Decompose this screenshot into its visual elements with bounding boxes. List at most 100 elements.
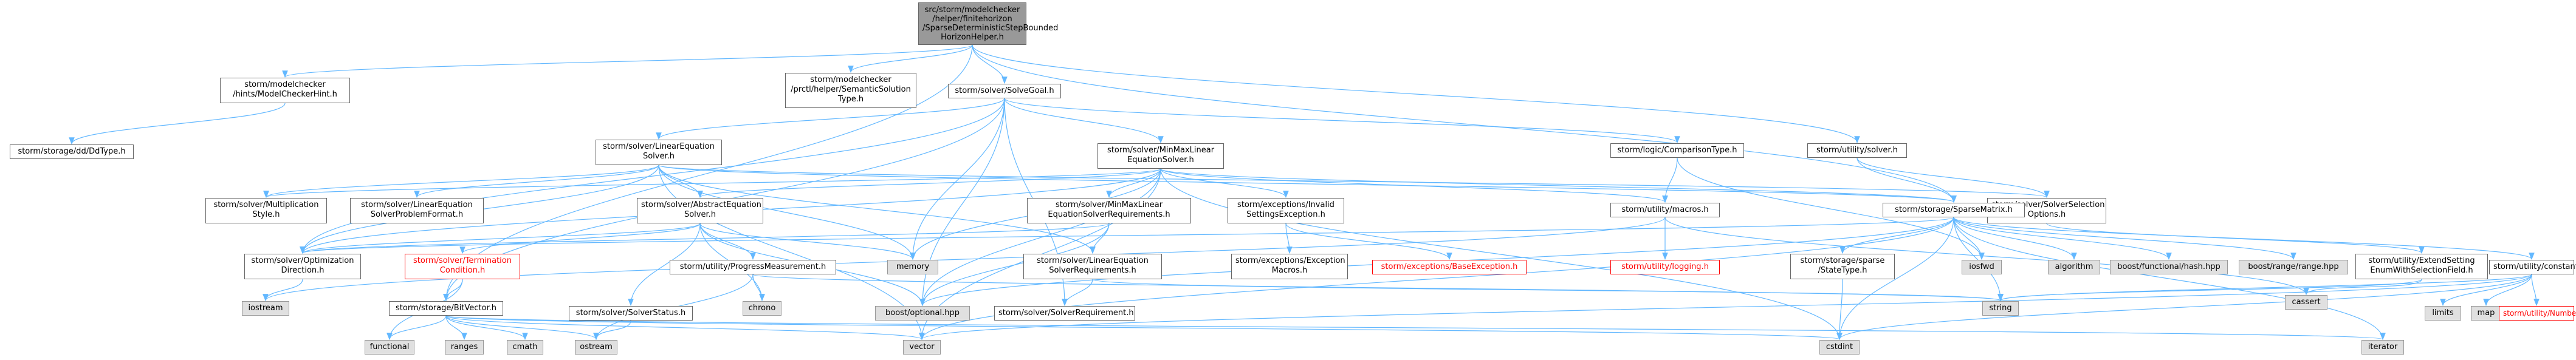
node-extend-settings-enum[interactable]: storm/utility/ExtendSetting EnumWithSele… <box>2355 254 2488 279</box>
node-ostream[interactable]: ostream <box>575 340 617 355</box>
node-utility-solver[interactable]: storm/utility/solver.h <box>1807 143 1907 158</box>
node-memory[interactable]: memory <box>887 260 938 274</box>
node-linear-equation-solver[interactable]: storm/solver/LinearEquation Solver.h <box>596 140 722 165</box>
node-line: Solver.h <box>642 152 675 161</box>
dependency-edge <box>263 217 1666 302</box>
node-line: iostream <box>248 304 283 313</box>
dependency-edge <box>1004 98 1164 144</box>
node-linear-equation-requirements[interactable]: storm/solver/LinearEquation SolverRequir… <box>1023 254 1162 279</box>
node-solver-requirement[interactable]: storm/solver/SolverRequirement.h <box>994 306 1135 321</box>
node-line: storm/solver/Optimization <box>251 256 354 265</box>
node-line: EquationSolverRequirements.h <box>1048 210 1170 219</box>
dependency-edge <box>1285 223 1452 260</box>
node-line: EquationSolver.h <box>1127 155 1194 165</box>
node-solve-goal[interactable]: storm/solver/SolveGoal.h <box>948 84 1061 98</box>
dependency-edge <box>919 217 1954 341</box>
node-termination-condition[interactable]: storm/solver/Termination Condition.h <box>405 254 520 279</box>
node-line: storm/exceptions/Invalid <box>1237 200 1334 209</box>
node-line: /prctl/helper/SemanticSolution <box>791 85 911 94</box>
node-exception-macros[interactable]: storm/exceptions/Exception Macros.h <box>1231 254 1348 279</box>
node-line: cassert <box>2292 297 2321 307</box>
dependency-edge <box>699 223 756 260</box>
dependency-edge <box>697 168 1161 199</box>
dependency-edge <box>1664 217 2309 296</box>
node-line: storm/modelchecker <box>244 80 326 89</box>
node-chrono[interactable]: chrono <box>743 301 781 316</box>
dependency-edge <box>1285 223 1293 254</box>
node-progress-measurement[interactable]: storm/utility/ProgressMeasurement.h <box>670 260 836 274</box>
node-invalid-settings-exception[interactable]: storm/exceptions/Invalid SettingsExcepti… <box>1228 198 1344 223</box>
node-solver-selection-options[interactable]: storm/solver/SolverSelection Options.h <box>1987 198 2106 223</box>
node-utility-macros[interactable]: storm/utility/macros.h <box>1610 203 1720 217</box>
dependency-edge <box>445 315 467 341</box>
node-map[interactable]: map <box>2471 306 2501 321</box>
node-utility-logging[interactable]: storm/utility/logging.h <box>1610 260 1720 274</box>
dependency-edge <box>1953 217 2535 260</box>
node-multiplication-style[interactable]: storm/solver/Multiplication Style.h <box>205 198 327 223</box>
dependency-edge <box>1953 217 2172 260</box>
node-string[interactable]: string <box>1982 301 2019 316</box>
node-semantic-solution-type[interactable]: storm/modelchecker /prctl/helper/Semanti… <box>785 73 916 108</box>
node-root-header[interactable]: src/storm/modelchecker /helper/finitehor… <box>918 2 1058 45</box>
node-vector[interactable]: vector <box>903 340 941 355</box>
node-boost-optional[interactable]: boost/optional.hpp <box>875 306 970 321</box>
node-minmax-requirements[interactable]: storm/solver/MinMaxLinear EquationSolver… <box>1027 198 1191 223</box>
node-functional-hash[interactable]: boost/functional/hash.hpp <box>2110 260 2228 274</box>
node-line: storm/logic/ComparisonType.h <box>1617 146 1737 155</box>
node-ranges[interactable]: ranges <box>445 340 484 355</box>
dependency-edge <box>972 44 1957 203</box>
node-line: functional <box>369 342 410 352</box>
node-linear-equation-problem-format[interactable]: storm/solver/LinearEquation SolverProble… <box>350 198 484 223</box>
node-algorithm[interactable]: algorithm <box>2048 260 2100 274</box>
node-solver-status[interactable]: storm/solver/SolverStatus.h <box>569 306 693 321</box>
node-line: algorithm <box>2055 262 2093 271</box>
node-line: SolverRequirements.h <box>1049 266 1136 275</box>
dependency-edge <box>658 165 1956 203</box>
node-cmath[interactable]: cmath <box>507 340 543 355</box>
node-state-type[interactable]: storm/storage/sparse /StateType.h <box>1790 254 1895 279</box>
node-abstract-equation-solver[interactable]: storm/solver/AbstractEquation Solver.h <box>637 198 763 223</box>
node-iterator[interactable]: iterator <box>2361 340 2404 355</box>
dependency-edge <box>658 165 916 260</box>
dependency-edge <box>1953 217 2296 260</box>
node-bit-vector[interactable]: storm/storage/BitVector.h <box>389 301 503 316</box>
node-iostream[interactable]: iostream <box>242 301 289 316</box>
node-dd-type[interactable]: storm/storage/dd/DdType.h <box>10 144 134 159</box>
node-line: storm/utility/logging.h <box>1621 262 1709 271</box>
dependency-edge <box>1106 168 1161 199</box>
node-line: src/storm/modelchecker <box>924 5 1020 15</box>
dependency-edge <box>263 165 659 199</box>
node-iosfwd[interactable]: iosfwd <box>1962 260 2002 274</box>
dependency-edge <box>69 103 286 145</box>
node-line: storm/utility/ProgressMeasurement.h <box>679 262 826 271</box>
node-functional[interactable]: functional <box>365 340 414 355</box>
node-cassert[interactable]: cassert <box>2285 295 2327 310</box>
node-line: iosfwd <box>1969 262 1994 271</box>
dependency-edge <box>699 223 916 260</box>
node-line: storm/utility/constants.h <box>2493 262 2576 271</box>
node-limits[interactable]: limits <box>2425 306 2461 321</box>
node-utility-constants[interactable]: storm/utility/constants.h <box>2489 260 2576 274</box>
dependency-edge <box>263 168 1161 199</box>
node-number-traits[interactable]: storm/utility/NumberTraits.h <box>2499 306 2576 321</box>
dependency-edge <box>1953 217 2077 260</box>
node-modelchecker-hint[interactable]: storm/modelchecker /hints/ModelCheckerHi… <box>220 78 350 103</box>
node-line: storm/utility/ExtendSetting <box>2368 256 2475 265</box>
dependency-edge <box>1836 279 1843 341</box>
node-minmax-linear-equation-solver[interactable]: storm/solver/MinMaxLinear EquationSolver… <box>1097 143 1224 169</box>
node-cstdint[interactable]: cstdint <box>1819 340 1860 355</box>
dependency-edge <box>1090 223 1110 254</box>
node-line: Macros.h <box>1271 266 1308 275</box>
node-line: boost/range/range.hpp <box>2248 262 2339 271</box>
node-line: storm/exceptions/BaseException.h <box>1381 262 1518 271</box>
node-line: ostream <box>580 342 613 352</box>
node-comparison-type[interactable]: storm/logic/ComparisonType.h <box>1610 143 1744 158</box>
dependency-edge <box>459 223 701 254</box>
node-range-range[interactable]: boost/range/range.hpp <box>2239 260 2348 274</box>
node-sparse-matrix[interactable]: storm/storage/SparseMatrix.h <box>1883 203 2025 217</box>
dependency-edge <box>1839 217 1954 254</box>
node-optimization-direction[interactable]: storm/solver/Optimization Direction.h <box>244 254 361 279</box>
dependency-edge <box>1856 157 1957 203</box>
node-base-exception[interactable]: storm/exceptions/BaseException.h <box>1372 260 1527 274</box>
dependency-edge <box>658 165 2049 199</box>
